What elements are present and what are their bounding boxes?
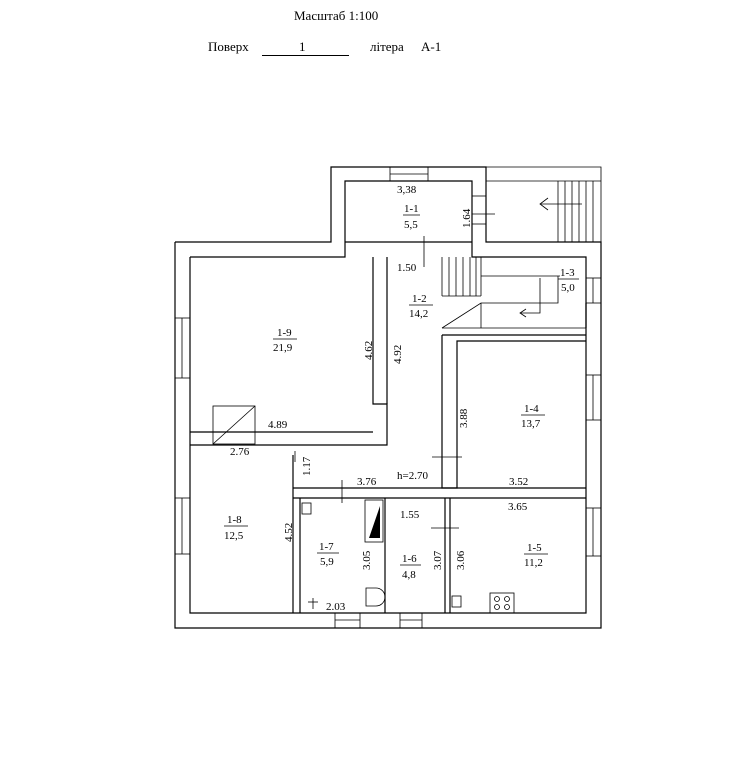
cooktop-icon <box>489 592 515 614</box>
room-id: 1-7 <box>319 541 334 553</box>
dimension-label: 3.52 <box>509 476 528 488</box>
socket-icon <box>301 502 312 515</box>
room-area: 21,9 <box>273 342 293 354</box>
dimension-label: 3.06 <box>455 550 467 570</box>
room-id: 1-6 <box>402 553 417 565</box>
staircase <box>441 181 594 329</box>
room-area: 14,2 <box>409 308 428 320</box>
scale-label: Масштаб 1:100 <box>294 8 379 23</box>
dimension-label: 1.50 <box>397 262 417 274</box>
dimension-label: 2.76 <box>230 446 250 458</box>
room-area: 13,7 <box>521 418 541 430</box>
socket-icon <box>451 595 462 608</box>
windows <box>174 166 602 629</box>
outer-walls <box>174 166 602 629</box>
room-labels: 1-1 5,5 1-2 14,2 1-3 5,0 1-4 13,7 1-5 11… <box>224 203 579 581</box>
room-area: 11,2 <box>524 557 543 569</box>
room-id: 1-2 <box>412 293 427 305</box>
room-id: 1-4 <box>524 403 539 415</box>
stove-icon <box>212 405 256 445</box>
dimension-label: h=2.70 <box>397 470 428 482</box>
dimension-label: 1.17 <box>301 456 313 476</box>
dimension-labels: 3,38 1.64 1.50 4.62 4.92 4.89 2.76 3.88 … <box>230 184 528 613</box>
dimension-label: 2.03 <box>326 601 346 613</box>
room-area: 5,5 <box>404 219 418 231</box>
room-area: 4,8 <box>402 569 416 581</box>
boiler-icon <box>364 499 384 543</box>
room-id: 1-3 <box>560 267 575 279</box>
room-area: 5,0 <box>561 282 575 294</box>
room-id: 1-5 <box>527 542 542 554</box>
dimension-label: 3.88 <box>458 408 470 428</box>
dimension-label: 1.64 <box>461 208 473 228</box>
letter-label: літера <box>370 39 404 54</box>
dimension-label: 3.05 <box>361 550 373 570</box>
floor-underline <box>262 55 349 56</box>
dimension-label: 4.62 <box>363 341 375 360</box>
door-marks <box>294 213 495 529</box>
toilet-icon <box>365 587 386 607</box>
room-id: 1-8 <box>227 514 242 526</box>
fixtures <box>212 405 515 614</box>
floor-label: Поверх <box>208 39 249 54</box>
room-area: 5,9 <box>320 556 334 568</box>
floor-value: 1 <box>299 39 306 54</box>
room-id: 1-9 <box>277 327 292 339</box>
dimension-label: 1.55 <box>400 509 420 521</box>
room-area: 12,5 <box>224 530 244 542</box>
dimension-label: 3.65 <box>508 501 528 513</box>
dimension-label: 3.07 <box>432 550 444 570</box>
letter-value: А-1 <box>421 39 442 54</box>
dimension-label: 3,38 <box>397 184 417 196</box>
room-id: 1-1 <box>404 203 419 215</box>
dimension-label: 3.76 <box>357 476 377 488</box>
dimension-label: 4.52 <box>283 523 295 542</box>
dimension-label: 4.89 <box>268 419 288 431</box>
dimension-label: 4.92 <box>392 345 404 364</box>
